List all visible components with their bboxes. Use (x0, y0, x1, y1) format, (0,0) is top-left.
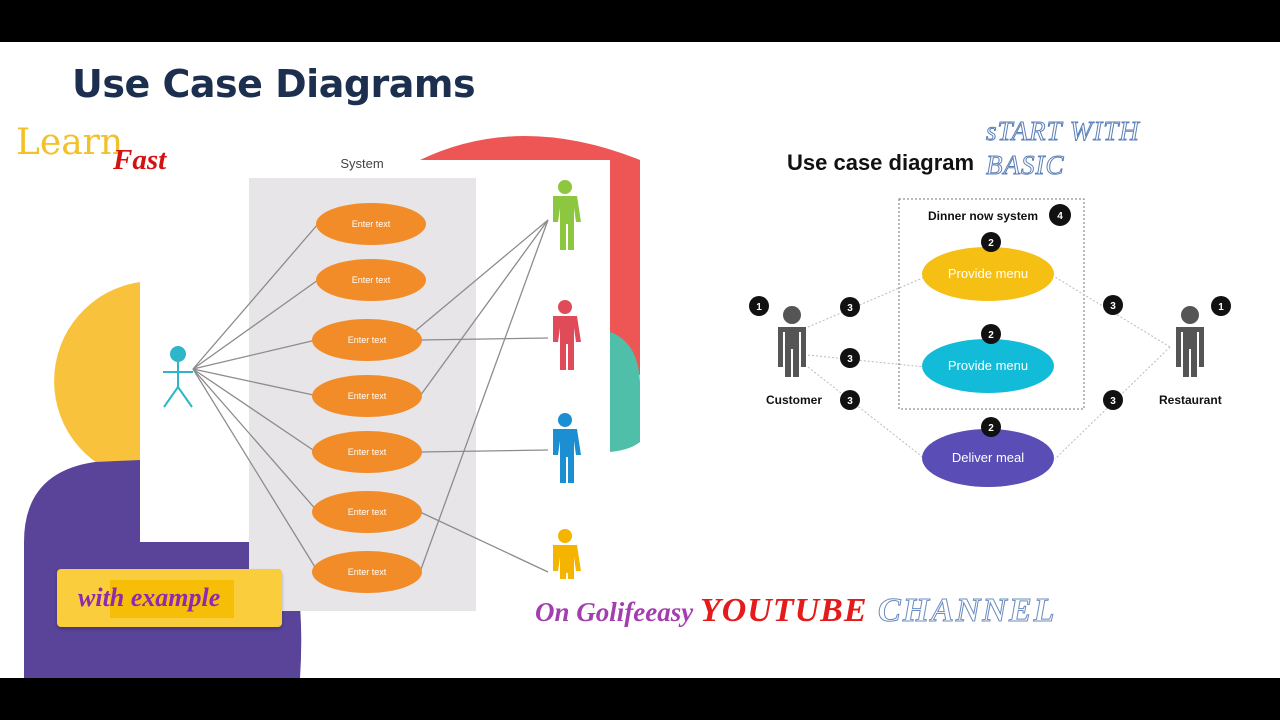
dinner-system-label: Dinner now system (928, 209, 1039, 223)
badge-uc1: 2 (988, 238, 994, 249)
use-case-ellipse (316, 203, 426, 245)
slide: Enter text Enter text Enter text Enter t… (0, 42, 1280, 678)
use-case-label: Deliver meal (952, 450, 1024, 465)
use-case-ellipse (312, 375, 422, 417)
channel-part-1: On Golifeeasy (535, 597, 700, 627)
use-case-label: Enter text (352, 275, 391, 285)
customer-actor-icon (778, 306, 806, 377)
badge-link-1: 3 (847, 303, 853, 314)
use-case-provide-menu-1 (922, 247, 1054, 301)
page-title: Use Case Diagrams (72, 62, 476, 106)
badge-restaurant: 1 (1218, 302, 1224, 313)
use-case-deliver-meal (922, 429, 1054, 487)
channel-part-2: YOUTUBE (699, 592, 868, 629)
restaurant-label: Restaurant (1159, 393, 1222, 407)
use-case-label: Enter text (348, 391, 387, 401)
stick-figure-actor (163, 346, 193, 408)
example-badge-text: with example (78, 583, 221, 612)
customer-label: Customer (766, 393, 823, 407)
left-use-cases: Enter text Enter text Enter text Enter t… (312, 203, 426, 593)
person-icon-yellow (553, 529, 581, 579)
channel-part-3: CHANNEL (867, 592, 1057, 630)
person-icon-green (553, 180, 581, 250)
use-case-ellipse (312, 319, 422, 361)
badge-link-2: 3 (847, 354, 853, 365)
channel-banner: On Golifeeasy YOUTUBE CHANNEL (535, 592, 1056, 630)
badge-link-3: 3 (847, 396, 853, 407)
use-case-label: Enter text (348, 335, 387, 345)
use-case-ellipse (312, 551, 422, 593)
yellow-half-circle (54, 282, 141, 480)
tagline: sTART WITH BASIC (986, 116, 1140, 181)
badge-customer: 1 (756, 302, 762, 313)
right-diagram: Provide menu Provide menu Deliver meal 1… (749, 198, 1231, 487)
use-case-label: Enter text (352, 219, 391, 229)
teal-shape (610, 332, 640, 452)
system-label: System (340, 156, 384, 171)
badge-system: 4 (1057, 211, 1063, 222)
badge-link-5: 3 (1110, 396, 1116, 407)
example-highlight (110, 580, 234, 618)
learn-label: Learn (16, 122, 124, 163)
use-case-label: Provide menu (948, 266, 1028, 281)
dinner-system-boundary (898, 198, 1085, 410)
number-badges: 1 1 4 2 2 2 3 3 3 3 3 (749, 204, 1231, 437)
badge-uc3: 2 (988, 423, 994, 434)
use-case-ellipse (312, 491, 422, 533)
badge-link-4: 3 (1110, 301, 1116, 312)
left-associations (192, 219, 549, 573)
right-diagram-title: Use case diagram (787, 150, 975, 175)
use-case-ellipse (312, 431, 422, 473)
use-case-ellipse (316, 259, 426, 301)
use-case-label: Enter text (348, 447, 387, 457)
use-case-label: Enter text (348, 507, 387, 517)
use-case-label: Enter text (348, 567, 387, 577)
fast-label: Fast (113, 144, 167, 176)
use-case-label: Provide menu (948, 358, 1028, 373)
person-icon-blue (553, 413, 581, 483)
use-case-provide-menu-2 (922, 339, 1054, 393)
person-icon-red (553, 300, 581, 370)
restaurant-actor-icon (1176, 306, 1204, 377)
badge-uc2: 2 (988, 330, 994, 341)
